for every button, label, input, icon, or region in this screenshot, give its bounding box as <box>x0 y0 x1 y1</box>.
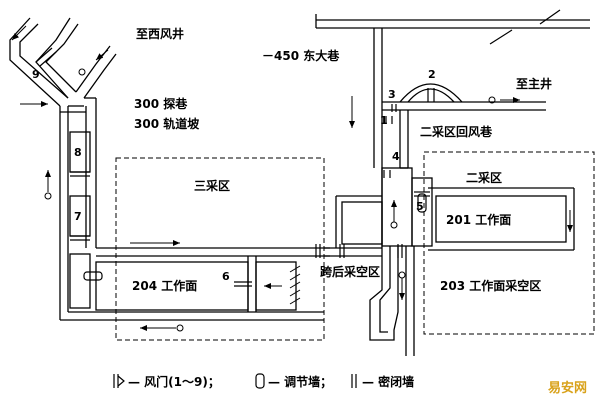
door5-region <box>411 177 433 247</box>
label-face-201: 201 工作面 <box>446 212 511 227</box>
door-num-2: 2 <box>428 68 436 81</box>
label-face-203-goaf: 203 工作面采空区 <box>440 278 541 293</box>
door-numbers: 1 2 3 4 5 6 7 8 9 <box>32 68 436 283</box>
arrow-west-shaft-2 <box>95 49 109 61</box>
airflow-arrows <box>11 25 573 331</box>
regulator-left <box>83 271 103 281</box>
mining-area-boundaries <box>115 151 595 341</box>
west-shaft-branch-mid <box>35 17 71 99</box>
legend-door-icon <box>113 374 125 388</box>
watermark: 易安网 <box>548 380 587 396</box>
west-shaft-branch-left-inner <box>19 23 69 99</box>
legend-seal-text: — 密闭墙 <box>362 374 414 389</box>
label-area3: 三采区 <box>194 178 230 193</box>
label-300-track: 300 轨道坡 <box>134 116 200 131</box>
legend: — 风门(1～9)； — 调节墙； — 密闭墙 <box>113 373 414 389</box>
door9-mark <box>35 47 53 63</box>
area2-boundary <box>423 151 595 335</box>
label-area2: 二采区 <box>466 170 502 185</box>
top-right-marks <box>489 9 561 45</box>
left-roadways <box>9 17 330 321</box>
door-num-1: 1 <box>380 114 388 127</box>
area3-boundary <box>115 157 325 341</box>
west-shaft-branch-left <box>9 17 61 107</box>
door6-box <box>255 261 297 311</box>
right-roadways <box>315 14 590 356</box>
legend-seal-icon <box>351 374 357 388</box>
label-cross-goaf: 跨后采空区 <box>320 264 380 279</box>
arrow-tails <box>44 68 496 332</box>
label-main-shaft: 至主井 <box>516 76 552 91</box>
door-num-4: 4 <box>392 150 400 163</box>
labels: 至西风井 －450 东大巷 至主井 300 探巷 300 轨道坡 三采区 二采区… <box>132 26 552 293</box>
door-num-9: 9 <box>32 68 40 81</box>
door-num-6: 6 <box>222 270 230 283</box>
door-num-7: 7 <box>74 210 82 223</box>
hatch-marks <box>289 265 301 305</box>
arch-door2 <box>399 83 463 103</box>
label-east-lane: －450 东大巷 <box>262 48 340 63</box>
legend-regulator-text: — 调节墙； <box>268 374 332 389</box>
label-area2-return: 二采区回风巷 <box>420 124 493 139</box>
door-num-3: 3 <box>388 88 396 101</box>
west-shaft-branch-mid-inner <box>45 23 79 93</box>
label-face-204: 204 工作面 <box>132 278 197 293</box>
legend-regulator-icon <box>255 373 265 389</box>
label-west-shaft: 至西风井 <box>136 26 184 41</box>
arrow-west-shaft-1 <box>11 25 27 41</box>
door-num-8: 8 <box>74 146 82 159</box>
face-201-box <box>435 195 567 243</box>
west-shaft-branch-right-inner <box>83 53 117 99</box>
regulator-right <box>417 193 427 213</box>
door-num-5: 5 <box>416 200 424 213</box>
door4-region <box>381 167 413 247</box>
label-300-explore: 300 探巷 <box>134 96 188 111</box>
legend-door-text: — 风门(1～9)； <box>128 374 220 389</box>
doors <box>35 47 435 287</box>
